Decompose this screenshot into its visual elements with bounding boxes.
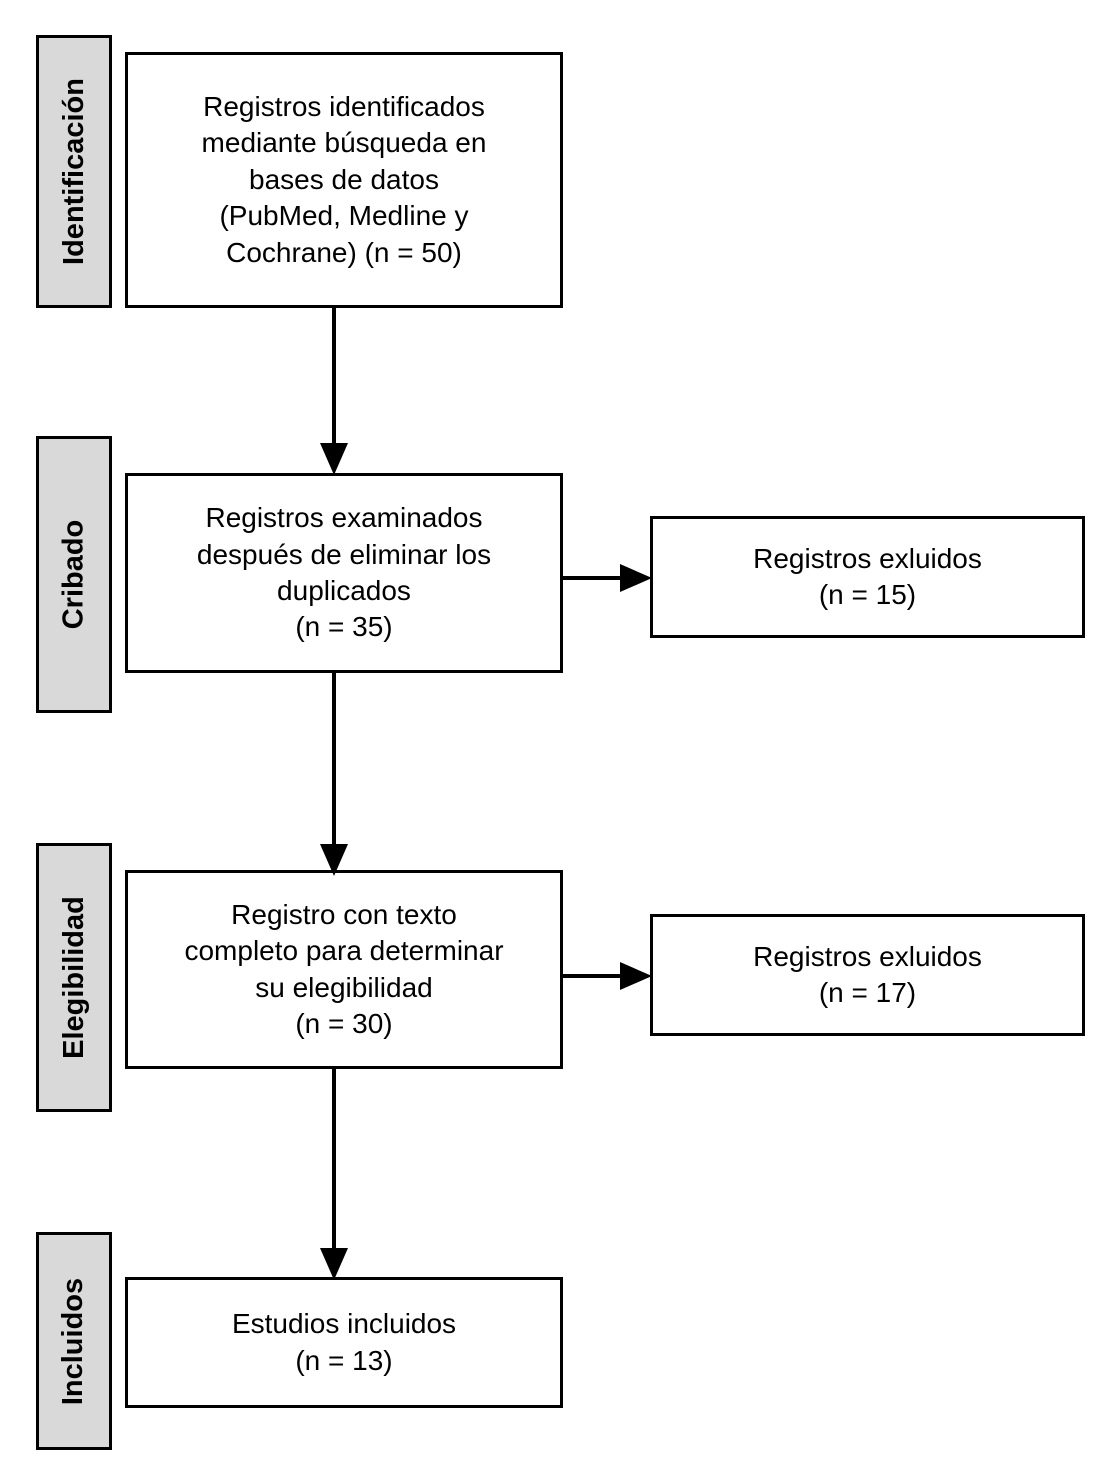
box-records-excluded-eligibility-text: Registros exluidos (n = 17)	[753, 940, 982, 1008]
box-records-identified: Registros identificados mediante búsqued…	[125, 52, 563, 308]
box-records-identified-text: Registros identificados mediante búsqued…	[201, 91, 487, 268]
stage-label-elegibilidad-text: Elegibilidad	[57, 896, 90, 1059]
stage-label-incluidos-text: Incluidos	[57, 1277, 90, 1405]
box-records-excluded-screening-text: Registros exluidos (n = 15)	[753, 542, 982, 610]
box-records-excluded-screening: Registros exluidos (n = 15)	[650, 516, 1085, 638]
stage-label-incluidos: Incluidos	[36, 1232, 112, 1450]
stage-label-cribado: Cribado	[36, 436, 112, 713]
box-records-excluded-eligibility: Registros exluidos (n = 17)	[650, 914, 1085, 1036]
arrow-eligibility-to-excluded	[560, 956, 656, 996]
stage-label-identificacion-text: Identificación	[57, 78, 90, 265]
box-records-screened-text: Registros examinados después de eliminar…	[196, 502, 492, 643]
arrow-eligibility-to-included	[314, 1066, 354, 1282]
box-studies-included-text: Estudios incluidos (n = 13)	[231, 1308, 457, 1376]
stage-label-elegibilidad: Elegibilidad	[36, 843, 112, 1112]
box-studies-included: Estudios incluidos (n = 13)	[125, 1277, 563, 1408]
arrow-screened-to-eligibility	[314, 670, 354, 878]
arrow-identified-to-screened	[314, 305, 354, 477]
stage-label-identificacion: Identificación	[36, 35, 112, 308]
arrow-screened-to-excluded	[560, 558, 656, 598]
stage-label-cribado-text: Cribado	[57, 519, 90, 630]
box-full-text-eligibility-text: Registro con texto completo para determi…	[184, 898, 504, 1039]
box-full-text-eligibility: Registro con texto completo para determi…	[125, 870, 563, 1069]
box-records-screened: Registros examinados después de eliminar…	[125, 473, 563, 673]
